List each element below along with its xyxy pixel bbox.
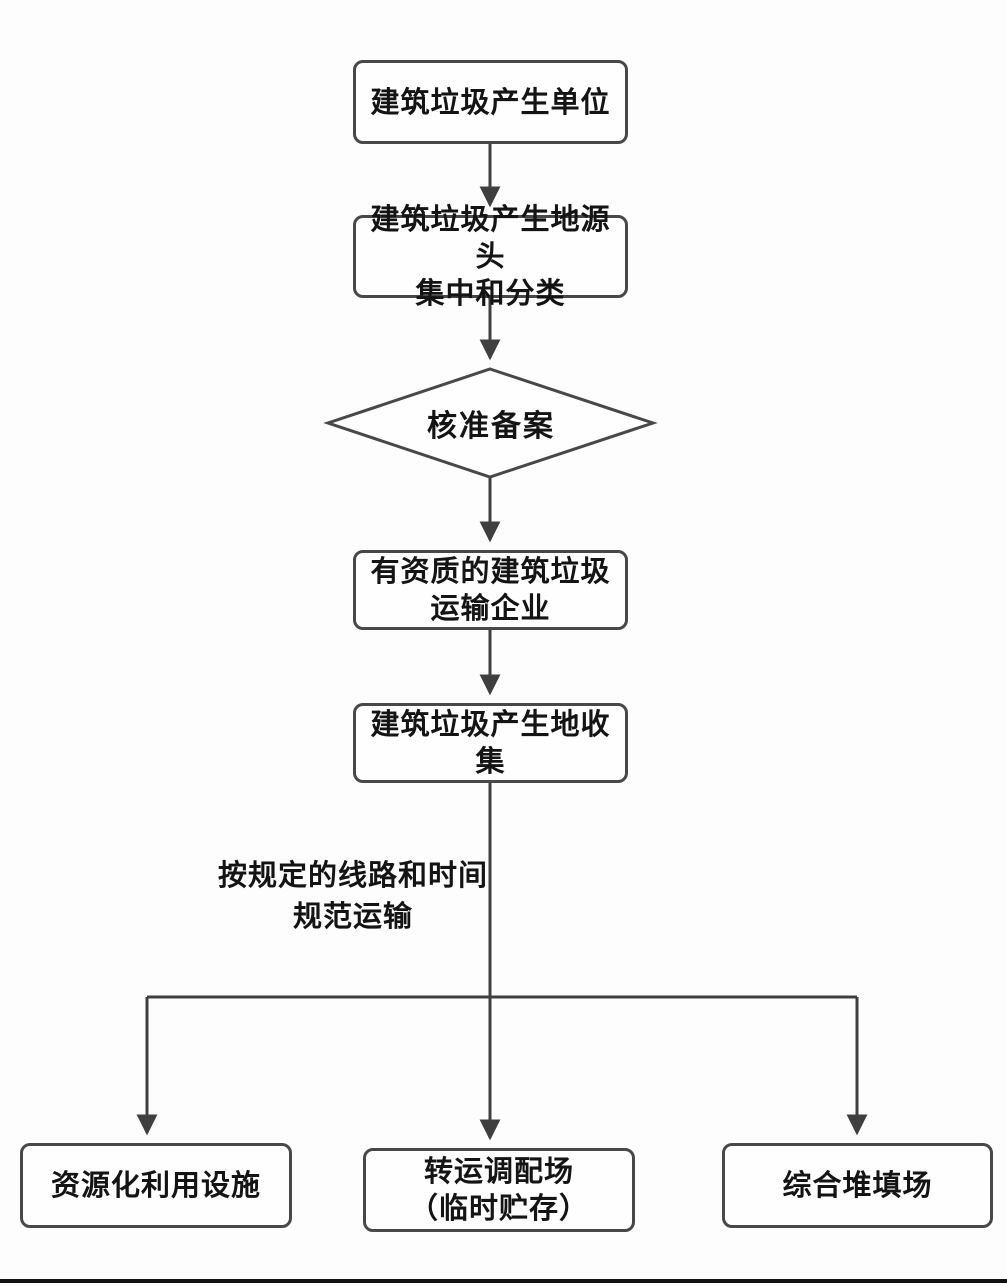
node-comprehensive-landfill: 综合堆填场 <box>722 1143 993 1228</box>
edge-label-line2: 规范运输 <box>292 899 413 933</box>
node-label: 建筑垃圾产生单位 <box>370 84 611 119</box>
node-label-line1: 有资质的建筑垃圾 <box>370 554 611 588</box>
node-qualified-transport-company: 有资质的建筑垃圾 运输企业 <box>353 550 628 630</box>
node-label: 核准备案 <box>427 409 555 444</box>
edge-label-line1: 按规定的线路和时间 <box>217 858 488 892</box>
node-waste-collection: 建筑垃圾产生地收集 <box>353 703 628 783</box>
node-resource-utilization-facility: 资源化利用设施 <box>20 1143 292 1228</box>
node-label-line1: 建筑垃圾产生地源头 <box>370 202 611 273</box>
node-label: 综合堆填场 <box>782 1168 933 1202</box>
node-waste-producer-unit: 建筑垃圾产生单位 <box>353 60 628 144</box>
node-label-line2: （临时贮存） <box>408 1191 589 1225</box>
node-label-line1: 转运调配场 <box>423 1154 574 1188</box>
node-approval-filing-decision: 核准备案 <box>328 369 654 477</box>
decision-diamond-shape <box>323 367 658 479</box>
node-label-line2: 运输企业 <box>430 591 551 625</box>
node-label: 资源化利用设施 <box>50 1168 261 1202</box>
node-source-concentration-sorting: 建筑垃圾产生地源头 集中和分类 <box>353 202 628 310</box>
node-label: 建筑垃圾产生地收集 <box>370 707 611 778</box>
edge-label-regulated-transport: 按规定的线路和时间 规范运输 <box>203 855 503 937</box>
node-transfer-dispatch-site: 转运调配场 （临时贮存） <box>363 1148 635 1232</box>
node-label-line2: 集中和分类 <box>415 276 566 310</box>
